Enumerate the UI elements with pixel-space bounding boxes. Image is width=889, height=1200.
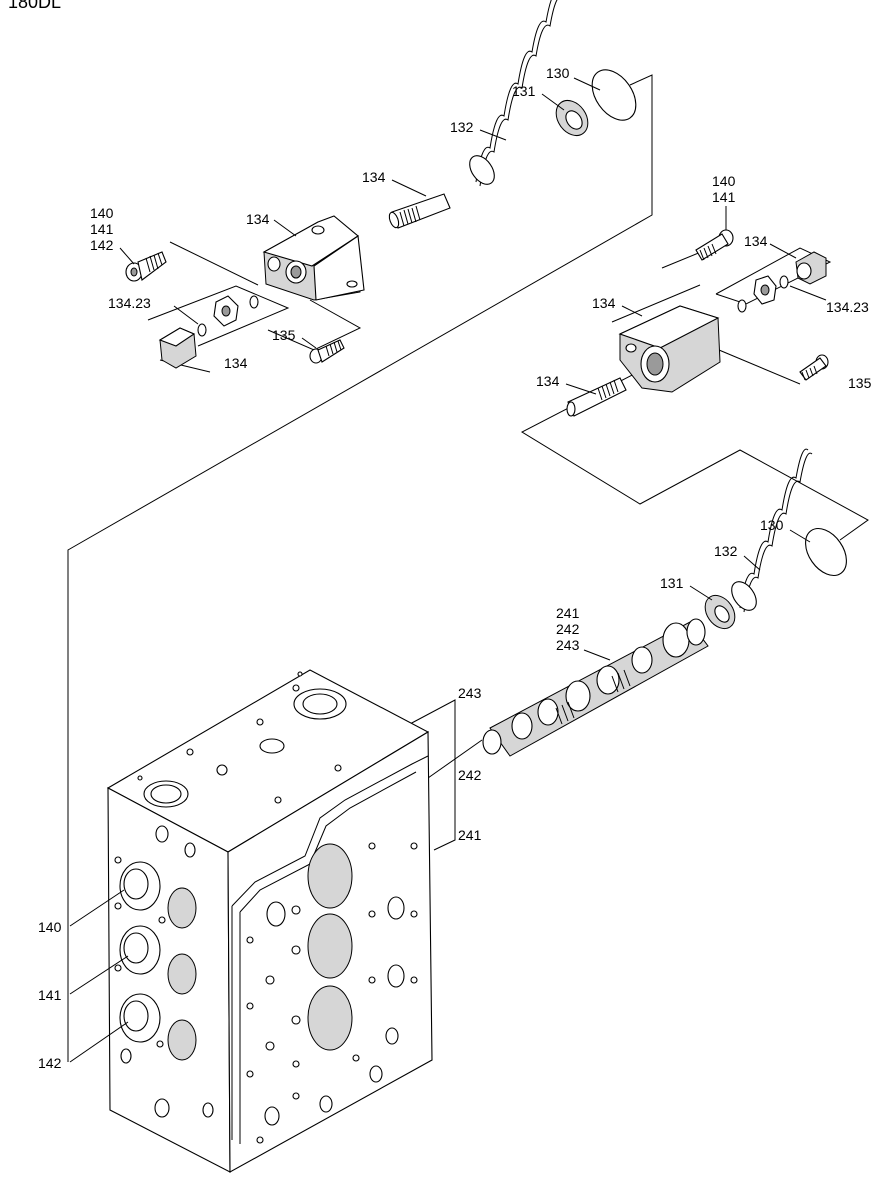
callout-134-23-top: 134.23 (108, 295, 151, 311)
cap-body-134-top (262, 215, 365, 301)
nut-134-23-top (213, 295, 239, 327)
o-ring-small-top-2 (249, 295, 259, 309)
callout-leaders (69, 77, 827, 1063)
callout-140-block: 140 (38, 919, 62, 935)
plug-134-top (158, 327, 197, 369)
callout-243-block: 243 (458, 685, 482, 701)
callout-134-pin-top: 134 (362, 169, 386, 185)
spring-132-mid (731, 448, 813, 613)
screw-140-right (695, 229, 734, 261)
plug-134-right (795, 251, 827, 285)
callout-134-plug-top: 134 (224, 355, 248, 371)
callout-labels: 130 131 132 134 134 140 141 142 134.23 1… (38, 65, 872, 1071)
cap-body-134-right (618, 305, 721, 393)
nut-134-23-right (753, 275, 777, 305)
o-ring-small-right-2 (737, 299, 747, 313)
callout-141-block: 141 (38, 987, 62, 1003)
callout-132-mid: 132 (714, 543, 738, 559)
callout-140-right: 140 (712, 173, 736, 189)
callout-241-block: 241 (458, 827, 482, 843)
o-ring-130-top (591, 69, 637, 121)
spring-seat-131-mid (704, 594, 736, 630)
callout-135-top: 135 (272, 327, 296, 343)
callout-141-right: 141 (712, 189, 736, 205)
callout-134-23-right: 134.23 (826, 299, 869, 315)
left-face-ports (114, 825, 214, 1118)
right-face-ports (246, 842, 418, 1144)
spool-241-243 (482, 618, 709, 757)
callout-130-top: 130 (546, 65, 570, 81)
callout-243-mid: 243 (556, 637, 580, 653)
o-ring-small-top (197, 323, 207, 337)
callout-142-block: 142 (38, 1055, 62, 1071)
pin-134-top (388, 193, 451, 229)
callout-131-top: 131 (512, 83, 536, 99)
callout-134-plug-right: 134 (744, 233, 768, 249)
callout-140-top: 140 (90, 205, 114, 221)
top-cap-assembly (125, 0, 637, 369)
callout-131-mid: 131 (660, 575, 684, 591)
spool-assembly (482, 448, 847, 757)
callout-134-body-right: 134 (592, 295, 616, 311)
page-title: 180DL (8, 0, 62, 12)
callout-134-pin-right: 134 (536, 373, 560, 389)
screw-135-top (309, 339, 345, 364)
callout-242-mid: 242 (556, 621, 580, 637)
screw-135-right (799, 354, 829, 381)
callout-141-top: 141 (90, 221, 114, 237)
pin-134-right (566, 377, 627, 417)
valve-block (106, 669, 433, 1173)
callout-242-block: 242 (458, 767, 482, 783)
spring-seat-131-top (555, 99, 589, 137)
spring-132-top (469, 0, 558, 187)
o-ring-small-right (779, 275, 789, 289)
callout-241-mid: 241 (556, 605, 580, 621)
o-ring-130-mid (805, 528, 847, 576)
callout-135-right: 135 (848, 375, 872, 391)
right-cap-assembly (566, 229, 829, 417)
screw-140-top (125, 251, 167, 282)
callout-134-body-top: 134 (246, 211, 270, 227)
leader-lines (67, 74, 869, 1062)
callout-132-top: 132 (450, 119, 474, 135)
callout-142-top: 142 (90, 237, 114, 253)
callout-130-mid: 130 (760, 517, 784, 533)
